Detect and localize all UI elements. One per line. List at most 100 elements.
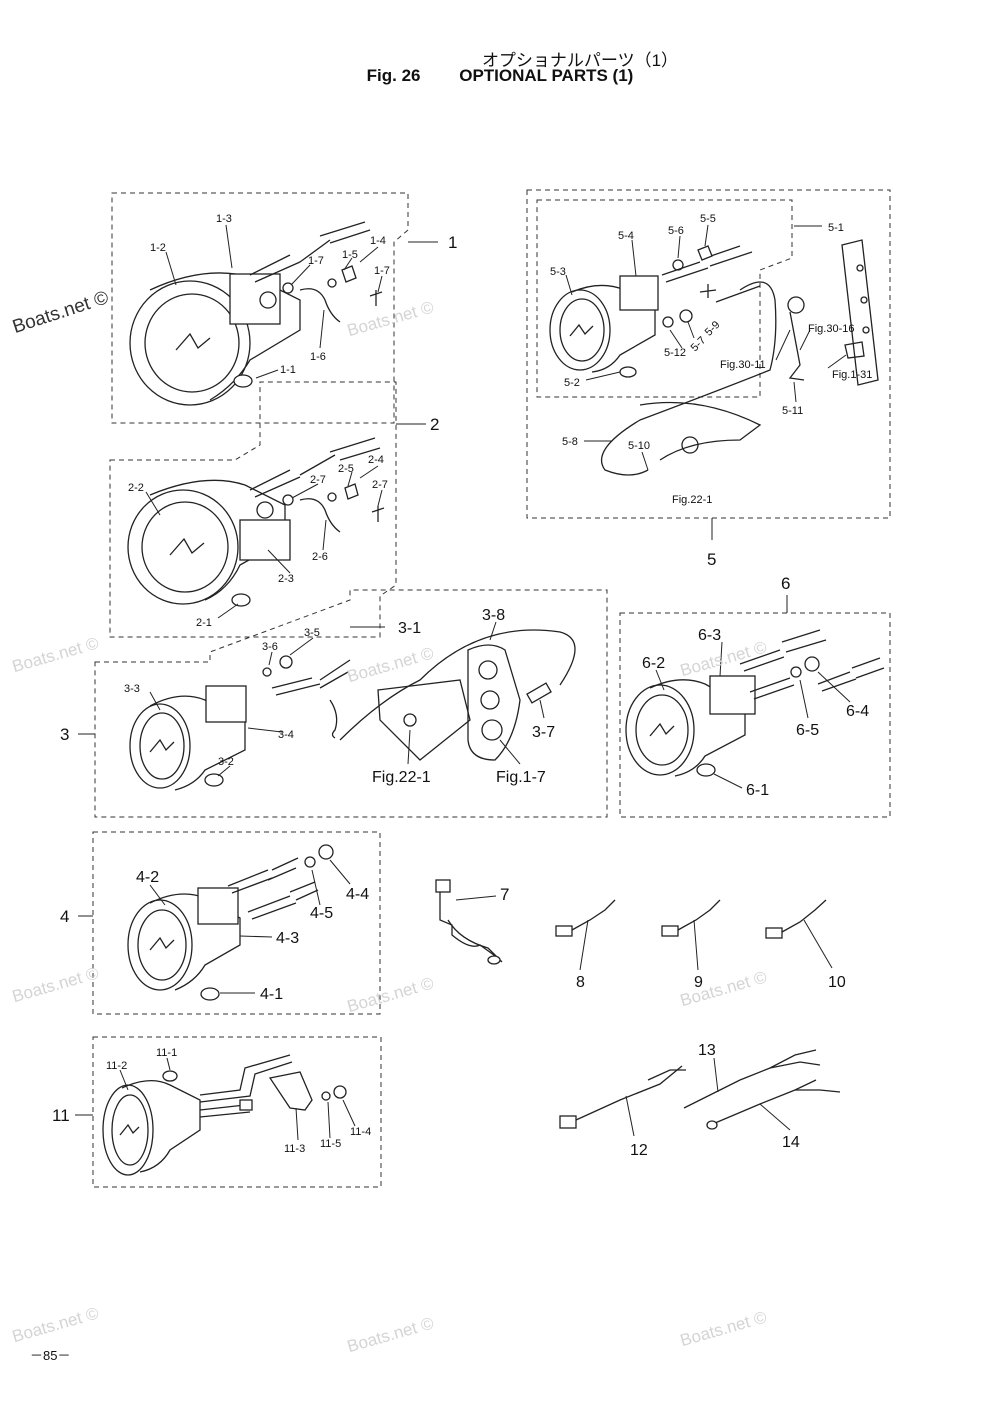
part-7-switch bbox=[435, 879, 503, 965]
group-3-labels: 3-3 3-6 3-5 3-4 3-2 3-1 3-8 3-7 Fig.22-1… bbox=[60, 607, 555, 786]
label-3-7: 3-7 bbox=[532, 724, 555, 741]
label-group-1: 1 bbox=[448, 233, 457, 252]
group-2-box bbox=[109, 381, 397, 638]
label-group-3: 3 bbox=[60, 725, 69, 744]
label-ref-fig30-16: Fig.30-16 bbox=[808, 323, 854, 335]
label-1-4: 1-4 bbox=[370, 235, 386, 247]
group-5-gauge bbox=[549, 239, 879, 476]
group-4-labels: 4-2 4-3 4-5 4-4 4-1 4 bbox=[60, 869, 369, 1003]
label-group-5: 5 bbox=[707, 550, 716, 569]
group-5-1-subbox bbox=[536, 199, 793, 398]
label-11-3: 11-3 bbox=[284, 1143, 305, 1155]
group-11-box bbox=[92, 1036, 382, 1188]
label-4-1: 4-1 bbox=[260, 986, 283, 1003]
label-4-5: 4-5 bbox=[310, 905, 333, 922]
label-9: 9 bbox=[694, 974, 703, 991]
group-6-gauge bbox=[625, 629, 885, 777]
group-5-leaders bbox=[565, 224, 847, 540]
label-6-3: 6-3 bbox=[698, 627, 721, 644]
group-3-box bbox=[94, 589, 608, 818]
label-11-2: 11-2 bbox=[106, 1060, 127, 1072]
label-5-6: 5-6 bbox=[668, 225, 684, 237]
label-2-2: 2-2 bbox=[128, 482, 144, 494]
label-11-4: 11-4 bbox=[350, 1126, 371, 1138]
group-5-box bbox=[526, 189, 891, 519]
label-6-4: 6-4 bbox=[846, 703, 869, 720]
label-6-5: 6-5 bbox=[796, 722, 819, 739]
label-ref-fig22-1-a: Fig.22-1 bbox=[372, 769, 431, 786]
label-5-12: 5-12 bbox=[664, 347, 686, 359]
label-11-5: 11-5 bbox=[320, 1138, 341, 1150]
label-2-1: 2-1 bbox=[196, 617, 212, 629]
label-3-4: 3-4 bbox=[278, 729, 294, 741]
figure-label: Fig. 26 bbox=[366, 66, 421, 85]
label-5-2: 5-2 bbox=[564, 377, 580, 389]
group-5-labels: 5-3 5-4 5-6 5-5 5-1 5-7 5-9 5-12 5-2 Fig… bbox=[550, 213, 872, 569]
part-14-harness bbox=[706, 1079, 841, 1131]
label-4-2: 4-2 bbox=[136, 869, 159, 886]
label-6-2: 6-2 bbox=[642, 655, 665, 672]
label-3-3: 3-3 bbox=[124, 683, 140, 695]
part-10-lead bbox=[765, 899, 833, 969]
label-5-11: 5-11 bbox=[782, 405, 803, 417]
group-6-labels: 6-3 6-2 6-5 6-4 6-1 6 bbox=[642, 574, 869, 799]
label-ref-fig30-11: Fig.30-11 bbox=[720, 359, 766, 371]
label-4-3: 4-3 bbox=[276, 930, 299, 947]
label-group-11: 11 bbox=[52, 1106, 70, 1125]
label-1-3: 1-3 bbox=[216, 213, 232, 225]
group-3-gauge bbox=[129, 629, 576, 791]
label-2-4: 2-4 bbox=[368, 454, 384, 466]
label-3-5: 3-5 bbox=[304, 627, 320, 639]
figure-title: OPTIONAL PARTS (1) bbox=[459, 66, 634, 85]
page-title-japanese: オプショナルパーツ（1） bbox=[481, 51, 679, 70]
part-13-harness bbox=[683, 1049, 821, 1109]
label-11-1: 11-1 bbox=[156, 1047, 177, 1059]
group-1-gauge bbox=[129, 221, 383, 406]
label-8: 8 bbox=[576, 974, 585, 991]
label-5-5: 5-5 bbox=[700, 213, 716, 225]
label-1-6: 1-6 bbox=[310, 351, 326, 363]
page-number: －85－ bbox=[30, 1348, 71, 1363]
label-5-7: 5-7 bbox=[689, 334, 709, 354]
label-4-4: 4-4 bbox=[346, 886, 369, 903]
label-2-6: 2-6 bbox=[312, 551, 328, 563]
label-10: 10 bbox=[828, 974, 846, 991]
group-11-gauge bbox=[102, 1054, 347, 1176]
label-5-1: 5-1 bbox=[828, 222, 844, 234]
part-9-lead bbox=[661, 899, 721, 971]
label-5-4: 5-4 bbox=[618, 230, 634, 242]
label-group-2: 2 bbox=[430, 415, 439, 434]
page-title: Fig. 26 OPTIONAL PARTS (1) bbox=[0, 66, 1000, 86]
label-1-7b: 1-7 bbox=[374, 265, 390, 277]
label-14: 14 bbox=[782, 1134, 800, 1151]
label-3-2: 3-2 bbox=[218, 756, 234, 768]
label-ref-fig1-31: Fig.1-31 bbox=[832, 369, 872, 381]
label-group-6: 6 bbox=[781, 574, 790, 593]
label-13: 13 bbox=[698, 1042, 716, 1059]
group-11-leaders bbox=[75, 1057, 356, 1141]
group-6-box bbox=[619, 612, 891, 818]
group-2-leaders bbox=[145, 423, 426, 619]
label-2-3: 2-3 bbox=[278, 573, 294, 585]
label-3-6: 3-6 bbox=[262, 641, 278, 653]
group-1-labels: 1-2 1-3 1-4 1-5 1-7 1-7 1-6 1-1 1 bbox=[150, 213, 457, 376]
label-2-7: 2-7 bbox=[310, 474, 326, 486]
group-11-labels: 11-2 11-1 11-3 11-5 11-4 11 bbox=[52, 1047, 371, 1155]
label-group-4: 4 bbox=[60, 907, 69, 926]
group-4-box bbox=[92, 831, 381, 1015]
group-1-box bbox=[111, 192, 409, 424]
label-2-7b: 2-7 bbox=[372, 479, 388, 491]
part-8-lead bbox=[555, 899, 616, 971]
label-5-3: 5-3 bbox=[550, 266, 566, 278]
label-5-9: 5-9 bbox=[703, 319, 723, 339]
label-1-5: 1-5 bbox=[342, 249, 358, 261]
label-1-1: 1-1 bbox=[280, 364, 296, 376]
label-5-10: 5-10 bbox=[628, 440, 650, 452]
label-5-8: 5-8 bbox=[562, 436, 578, 448]
group-6-leaders bbox=[655, 595, 851, 789]
label-2-5: 2-5 bbox=[338, 463, 354, 475]
label-12: 12 bbox=[630, 1142, 648, 1159]
label-3-1: 3-1 bbox=[398, 620, 421, 637]
label-ref-fig1-7: Fig.1-7 bbox=[496, 769, 546, 786]
